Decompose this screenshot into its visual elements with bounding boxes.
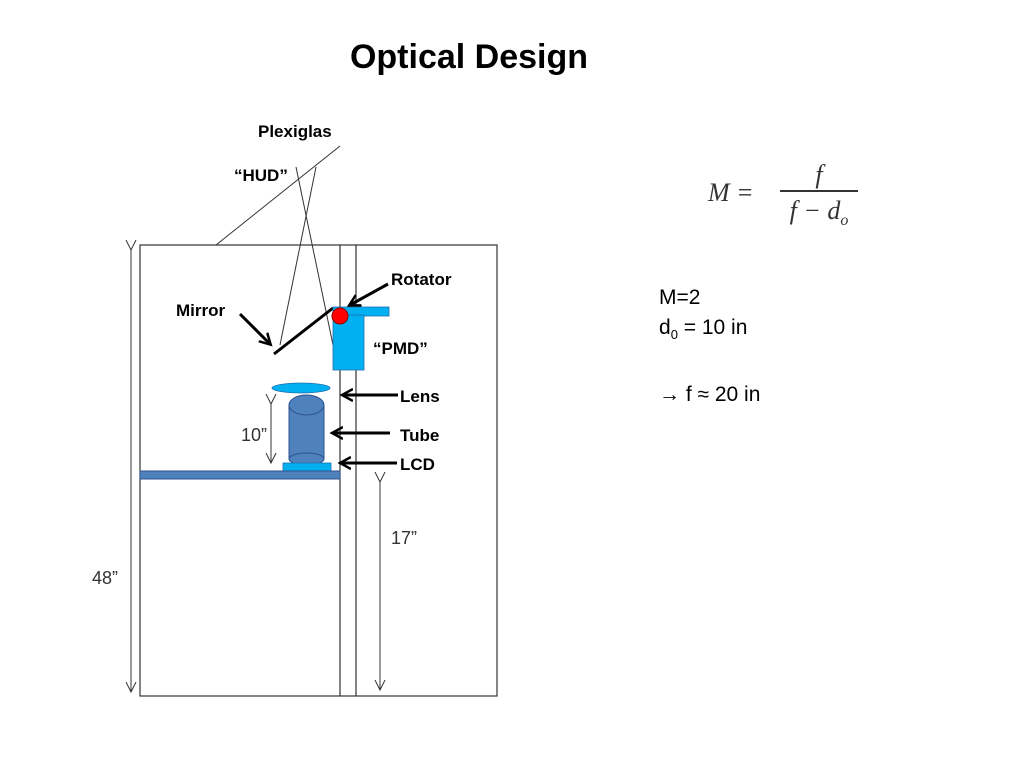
slide-title: Optical Design [349,38,589,76]
lens [271,382,331,394]
formula-denominator: f − do [778,196,860,230]
plexiglas-label: Plexiglas [258,122,332,141]
pmd-label: “PMD” [373,339,428,358]
tube [288,394,325,466]
formula-fraction: f f − do [778,160,860,230]
magnification-value: M=2 [659,286,701,309]
object-distance: d0 = 10 in [659,313,760,350]
distance-sub: 0 [670,327,678,343]
formula-denominator-main: f − d [789,196,841,225]
formula-numerator: f [815,160,823,189]
distance-var: d [659,316,671,339]
shelf-height-label: 17” [391,528,417,548]
shelf [139,470,341,480]
lcd-label: LCD [400,455,435,474]
cabinet-height-label: 48” [92,568,118,588]
calculation-notes: M=2 d0 = 10 in → f ≈ 20 in [659,283,760,410]
hud-label: “HUD” [234,166,288,185]
light-ray-right [295,166,334,346]
tube-label: Tube [400,426,439,445]
light-ray-left [279,166,317,346]
distance-value: = 10 in [677,316,748,339]
fraction-bar [780,190,858,192]
notes-spacer [659,350,760,380]
mirror [273,306,334,356]
rotator-arrow [350,282,389,305]
rotator-dot [331,307,349,325]
magnification-formula: M = f f − do [708,158,868,230]
tube-height-label: 10” [241,425,267,445]
plexiglas-sheet [215,145,341,246]
formula-denominator-sub: o [840,212,849,230]
formula-lhs: M = [708,178,754,207]
rotator-label: Rotator [391,270,452,289]
lens-label: Lens [400,387,440,406]
mirror-label: Mirror [176,301,226,320]
focal-length-result: → f ≈ 20 in [659,383,761,407]
lcd-panel [282,462,332,472]
mirror-arrow [238,312,270,344]
